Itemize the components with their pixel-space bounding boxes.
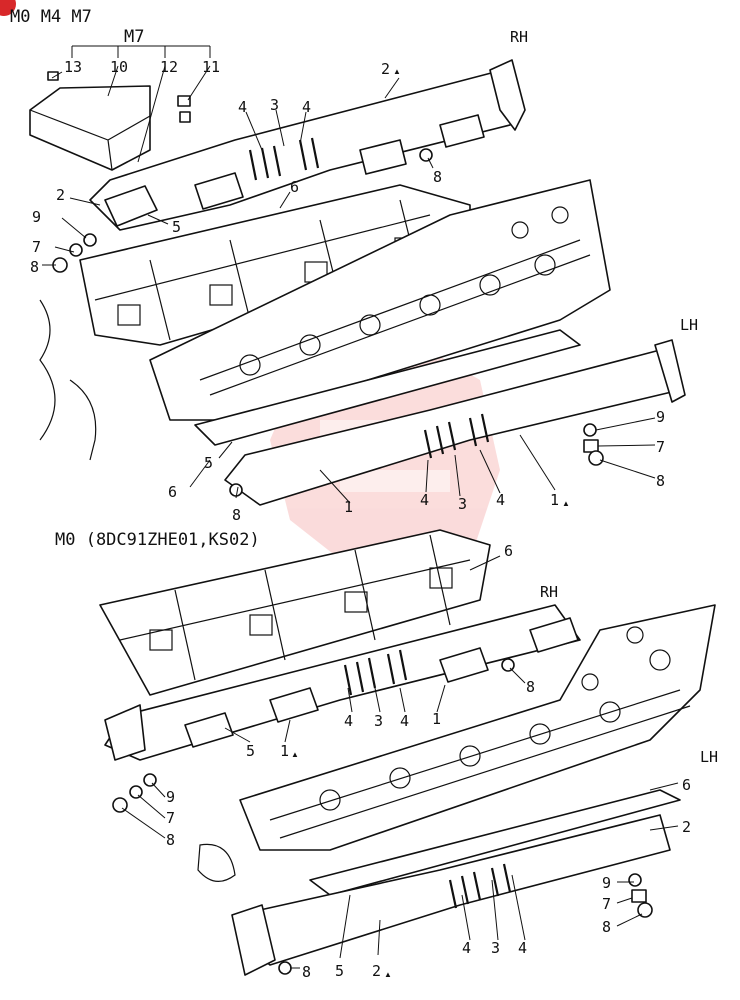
washer-9-lh: [583, 423, 597, 437]
nut-7: [69, 243, 83, 257]
part-number-5-top: 5: [172, 218, 181, 236]
part-number-7-top: 7: [32, 238, 41, 256]
part-number-8-bottom: 8: [302, 963, 311, 981]
upper-rh-exhaust-manifold: [89, 59, 526, 231]
upper-heat-shield-6: [79, 184, 471, 346]
part-number-8-lh-left: 8: [232, 506, 241, 524]
marker-1a-lower: ▲: [291, 750, 299, 759]
clip-11: [177, 95, 191, 107]
part-number-8-lower-rh: 8: [526, 678, 535, 696]
marker-1a-lh: ▲: [562, 499, 570, 508]
m7-bracket: [71, 45, 211, 58]
nut-8-lh-left: [229, 483, 243, 497]
marker-2a-top: ▲: [393, 67, 401, 76]
part-number-5-lower: 5: [246, 742, 255, 760]
part-number-11: 11: [202, 58, 220, 76]
part-number-9-lh: 9: [656, 408, 665, 426]
variant-header: M0 M4 M7: [10, 7, 92, 27]
engine-block-edge: [39, 299, 97, 461]
bolt-13: [47, 71, 59, 81]
nut-7-lh: [583, 439, 599, 453]
part-number-3-lower: 3: [374, 712, 383, 730]
part-number-13: 13: [64, 58, 82, 76]
part-number-2a-bottom: 2: [372, 962, 381, 980]
washer-9-lower: [143, 773, 157, 787]
part-number-9-lower-lh: 9: [602, 874, 611, 892]
part-number-1-lower: 1: [432, 710, 441, 728]
part-number-1a-lower: 1: [280, 742, 289, 760]
part-number-10: 10: [110, 58, 128, 76]
lower-lh-exhaust-manifold: [231, 814, 671, 976]
part-number-3-lh: 3: [458, 495, 467, 513]
part-number-8-left: 8: [30, 258, 39, 276]
part-number-3-top: 3: [270, 96, 279, 114]
lh-gasket-6: [194, 329, 581, 446]
part-number-7-lower-lh: 7: [602, 895, 611, 913]
part-number-4-bottom-a: 4: [462, 939, 471, 957]
part-number-4-top-b: 4: [302, 98, 311, 116]
lower-cylinder-head: [239, 604, 716, 851]
lower-heat-shield-6: [99, 529, 491, 696]
nut-7-lower: [129, 785, 143, 799]
part-number-5-bottom: 5: [335, 962, 344, 980]
part-number-4-lh-a: 4: [420, 491, 429, 509]
group-label-m7: M7: [124, 27, 144, 47]
nut-7-lower-lh: [631, 889, 647, 903]
part-number-8-lh: 8: [656, 472, 665, 490]
lower-lh-gasket-6: [309, 789, 681, 896]
part-number-7-lh: 7: [656, 438, 665, 456]
part-number-6-lh: 6: [168, 483, 177, 501]
lower-rh-exhaust-manifold: [104, 604, 581, 761]
part-number-2-top: 2: [56, 186, 65, 204]
part-number-6-lower: 6: [504, 542, 513, 560]
upper-cylinder-head: [149, 179, 611, 421]
nut-8-top: [419, 148, 433, 162]
leader-lines-bottom: [121, 555, 679, 969]
part-number-6-lower-lh: 6: [682, 776, 691, 794]
corner-badge: [0, 0, 16, 16]
part-number-4-lower-a: 4: [344, 712, 353, 730]
clip-11b: [179, 111, 191, 123]
part-number-1-lh: 1: [344, 498, 353, 516]
nut-8-lower-left: [278, 961, 292, 975]
part-number-9-top: 9: [32, 208, 41, 226]
part-number-8-lower-lh: 8: [602, 918, 611, 936]
part-number-4-bottom-b: 4: [518, 939, 527, 957]
part-number-2-lower: 2: [682, 818, 691, 836]
part-number-7-lower: 7: [166, 809, 175, 827]
part-number-5-lh: 5: [204, 454, 213, 472]
part-number-2a-top: 2: [381, 60, 390, 78]
nut-8-lower-rh: [501, 658, 515, 672]
part-number-3-bottom: 3: [491, 939, 500, 957]
nut-8-lower-lh: [637, 902, 653, 918]
upper-lh-exhaust-manifold: [224, 339, 686, 506]
side-label-rh-top: RH: [510, 28, 528, 46]
nut-8-lh: [588, 450, 604, 466]
side-label-lh-bottom: LH: [700, 748, 718, 766]
leader-lines-top: [42, 65, 656, 504]
part-number-12: 12: [160, 58, 178, 76]
part-number-4-lower-b: 4: [400, 712, 409, 730]
washer-9-lower-lh: [628, 873, 642, 887]
part-number-6-top: 6: [290, 178, 299, 196]
part-number-4-top-a: 4: [238, 98, 247, 116]
lower-flange-outline: [197, 843, 236, 882]
heat-shield-m7: [29, 85, 151, 171]
part-number-8-lower: 8: [166, 831, 175, 849]
marker-2a-bottom: ▲: [384, 970, 392, 979]
part-number-8-top: 8: [433, 168, 442, 186]
washer-9: [83, 233, 97, 247]
part-number-4-lh-b: 4: [496, 491, 505, 509]
part-number-9-lower: 9: [166, 788, 175, 806]
part-number-1a-lh: 1: [550, 491, 559, 509]
section-title-m0: M0 (8DC91ZHE01,KS02): [55, 530, 260, 550]
side-label-lh-top: LH: [680, 316, 698, 334]
side-label-rh-bottom: RH: [540, 583, 558, 601]
